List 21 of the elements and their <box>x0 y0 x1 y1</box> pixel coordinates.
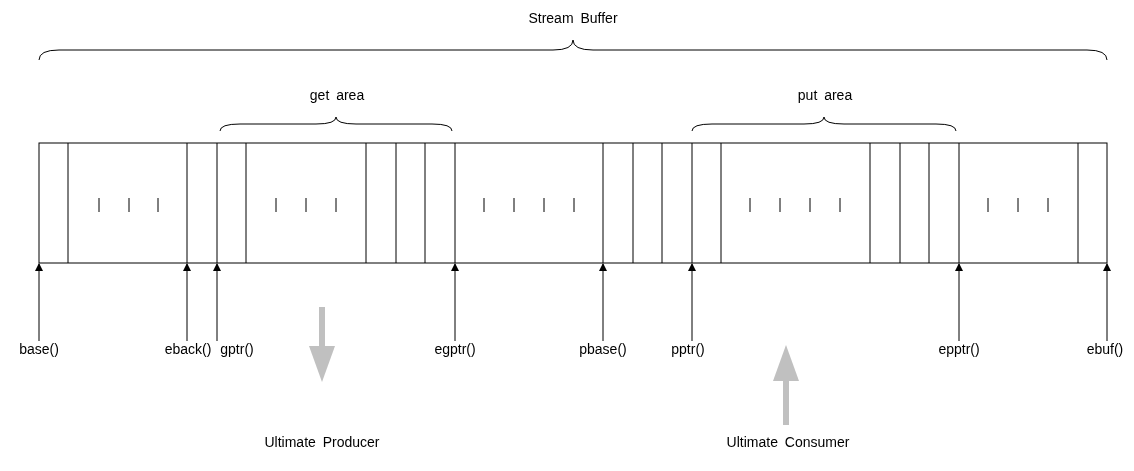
pointer-label: epptr() <box>938 341 980 357</box>
pointer-label: pptr() <box>671 341 705 357</box>
buffer-title: Stream Buffer <box>528 10 618 26</box>
pointer-arrow <box>213 263 221 342</box>
area-label: get area <box>309 87 365 103</box>
pointer-arrow <box>688 263 696 342</box>
pointer-arrow <box>955 263 963 342</box>
pointer-label: base() <box>19 341 59 357</box>
pointer-arrow <box>183 263 191 342</box>
pointer-label: pbase() <box>579 341 627 357</box>
caption-label: Ultimate Consumer <box>726 434 850 450</box>
pointer-label: egptr() <box>434 341 476 357</box>
pointer-label: gptr() <box>220 341 254 357</box>
area-label: put area <box>797 87 853 103</box>
caption-label: Ultimate Producer <box>264 434 380 450</box>
pointer-arrow <box>451 263 459 342</box>
pointer-arrow <box>1103 263 1111 342</box>
pointer-arrow <box>599 263 607 342</box>
pointer-arrow <box>35 263 43 342</box>
pointer-label: ebuf() <box>1086 341 1124 357</box>
pointer-label: eback() <box>164 341 212 357</box>
